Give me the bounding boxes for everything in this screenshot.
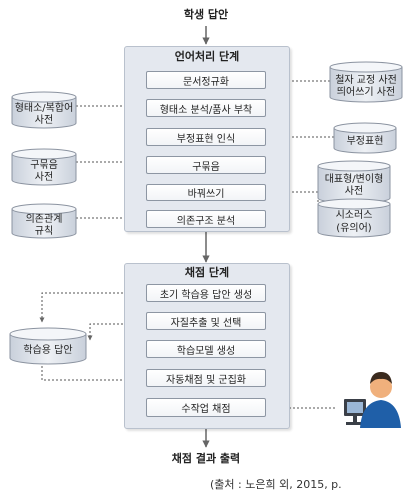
language-step-chunking: 구묶음 (146, 156, 266, 174)
resource-variant-dict: 대표형/변이형 사전 (324, 173, 384, 198)
resource-spelling-spacing-dict: 철자 교정 사전 띄어쓰기 사전 (335, 74, 397, 99)
cylinder-morph-dict (11, 91, 77, 129)
resource-morph-compound-dict: 형태소/복합어 사전 (14, 102, 74, 127)
resource-thesaurus: 시소러스 (유의어) (335, 210, 373, 234)
resource-chunk-dict: 구묶음 사전 (30, 159, 58, 184)
language-step-paraphrasing: 바꿔쓰기 (146, 184, 266, 201)
language-step-dependency-parsing: 의존구조 분석 (146, 210, 266, 228)
language-step-document-normalization: 문서정규화 (146, 71, 266, 89)
input-label: 학생 답안 (183, 8, 229, 21)
scoring-step-initial-training-answers: 초기 학습용 답안 생성 (146, 284, 266, 302)
language-stage-title: 언어처리 단계 (174, 50, 240, 63)
output-label: 채점 결과 출력 (171, 452, 241, 465)
cylinder-negation (333, 122, 397, 154)
cylinder-chunk-dict (11, 148, 77, 186)
scoring-step-model-generation: 학습모델 생성 (146, 340, 266, 358)
language-step-morph-pos-tagging: 형태소 분석/품사 부착 (146, 99, 266, 117)
cylinder-spelling-dict (329, 61, 403, 103)
cylinder-dependency-rules (11, 203, 77, 239)
resource-dependency-rules: 의존관계 규칙 (25, 213, 63, 238)
source-caption: (출처 : 노은희 외, 2015, p. (210, 478, 342, 491)
cylinder-variant-dict (317, 160, 391, 204)
cylinder-training-answers (9, 327, 87, 365)
resource-training-answers: 학습용 답안 (23, 344, 73, 356)
person-at-computer-icon (344, 372, 401, 428)
resource-negation-expressions: 부정표현 (346, 135, 384, 147)
scoring-step-feature-extraction: 자질추출 및 선택 (146, 312, 266, 330)
language-step-negation-recognition: 부정표현 인식 (146, 128, 266, 146)
scoring-step-manual-scoring: 수작업 채점 (146, 398, 266, 417)
cylinder-thesaurus (317, 198, 391, 238)
scoring-step-auto-scoring-clustering: 자동채점 및 군집화 (146, 369, 266, 387)
scoring-stage-title: 채점 단계 (184, 266, 230, 279)
